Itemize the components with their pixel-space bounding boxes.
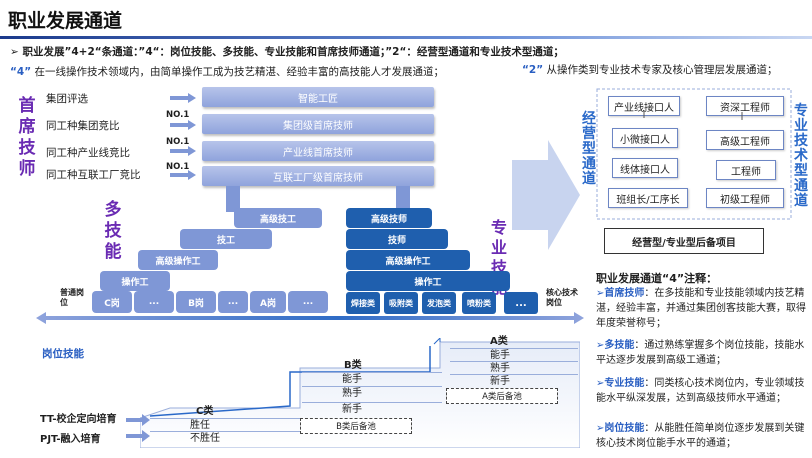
note-post: ➢岗位技能：从能胜任简单岗位逐步发展到关键核心技术岗位能手水平的通道； xyxy=(596,421,808,451)
post-b-label: B类 xyxy=(344,360,362,371)
pro-slot-powder: 喷粉类 xyxy=(462,292,496,314)
post-a-label: A类 xyxy=(490,336,508,347)
post-a-reserve: A类后备池 xyxy=(446,388,558,404)
chief-bar-smart-craftsman: 智能工匠 xyxy=(202,87,434,107)
notes-title: 职业发展通道“4”注释： xyxy=(596,272,718,285)
chief-bar-group: 集团级首席技师 xyxy=(202,114,434,134)
multi-slot-more: ... xyxy=(288,291,328,313)
pro-step-operator: 操作工 xyxy=(346,271,510,291)
mgmt-left-box-2: 小微接口人 xyxy=(612,128,678,148)
multi-slot-more: ... xyxy=(134,291,174,313)
chief-label-4: 同工种互联工厂竞比 xyxy=(46,169,141,181)
chief-label-3: 同工种产业线竞比 xyxy=(46,147,130,159)
multi-step-tech: 技工 xyxy=(180,229,272,249)
chevron-right-icon xyxy=(512,140,580,250)
no1-label: NO.1 xyxy=(166,110,190,120)
chief-label-2: 同工种集团竞比 xyxy=(46,120,120,132)
arrow-right-icon xyxy=(170,170,196,180)
multi-slot-a: A岗 xyxy=(250,291,286,313)
page-title: 职业发展通道 xyxy=(8,10,123,32)
post-c-label: C类 xyxy=(196,406,214,417)
pro-step-senior-operator: 高级操作工 xyxy=(346,250,470,270)
pro-slot-more: ... xyxy=(504,292,538,314)
chief-label-1: 集团评选 xyxy=(46,93,88,105)
post-a-row: 熟手 xyxy=(450,361,578,374)
mgmt-right-box-2: 高级工程师 xyxy=(706,130,784,150)
multi-step-operator: 操作工 xyxy=(100,271,170,291)
pro-base-label: 核心技术岗位 xyxy=(546,288,578,307)
note-multi: ➢多技能：通过熟练掌握多个岗位技能，技能水平达逐步发展到高级工通道； xyxy=(596,338,808,368)
post-staircase xyxy=(140,338,580,448)
arrow-right-icon xyxy=(170,93,196,103)
post-b-row: 熟手 xyxy=(302,386,442,399)
mgmt-left-box-4: 班组长/工序长 xyxy=(608,188,688,208)
post-c-row: 胜任 xyxy=(150,418,300,431)
post-a-row: 能手 xyxy=(450,348,578,361)
intro-line-2b: “2” 从操作类到专业技术专家及核心管理层发展通道； xyxy=(522,64,812,77)
quote-2: “2” xyxy=(522,64,544,76)
multi-step-senior-tech: 高级技工 xyxy=(234,208,322,228)
chief-bar-factory: 互联工厂级首席技师 xyxy=(202,166,434,186)
quote-4: “4” xyxy=(10,66,32,78)
note-pro: ➢专业技能：同类核心技术岗位内，专业领域技能水平纵深发展，达到高级技师水平通道； xyxy=(596,376,808,406)
multi-slot-b: B岗 xyxy=(176,291,216,313)
note-text: ：同类核心技术岗位内，专业领域技能水平纵深发展，达到高级技师水平通道； xyxy=(596,378,805,404)
note-chief: ➢首席技师：在多技能和专业技能领域内技艺精湛，经验丰富，并通过集团创客技能大赛，… xyxy=(596,286,808,331)
note-text: ：通过熟练掌握多个岗位技能，技能水平达逐步发展到高级工通道； xyxy=(596,340,805,366)
pro-slot-adsorption: 吸附类 xyxy=(384,292,418,314)
mgmt-frame xyxy=(596,88,792,220)
multi-slot-c: C岗 xyxy=(92,291,132,313)
post-title: 岗位技能 xyxy=(42,348,84,360)
arrow-right-icon xyxy=(170,146,196,156)
mgmt-right-box-3: 工程师 xyxy=(716,160,776,180)
note-head: ➢多技能 xyxy=(596,340,635,351)
post-c-row: 不胜任 xyxy=(150,431,300,444)
note-head: ➢首席技师 xyxy=(596,288,645,299)
intro-line-2b-text: 从操作类到专业技术专家及核心管理层发展通道； xyxy=(546,64,778,76)
pro-slot-foaming: 发泡类 xyxy=(422,292,456,314)
post-pjt: PJT-融入培育 xyxy=(40,434,101,445)
mgmt-right-box-1: 资深工程师 xyxy=(706,96,784,116)
chief-bar-industry-line: 产业线首席技师 xyxy=(202,141,434,161)
pro-step-technician: 技师 xyxy=(346,229,448,249)
post-tt: TT-校企定向培育 xyxy=(40,414,117,425)
arrow-right-icon xyxy=(170,120,196,130)
mgmt-right-title: 专业技术型通道 xyxy=(794,103,808,209)
multi-slot-more: ... xyxy=(218,291,248,313)
chief-up-arrows xyxy=(226,186,410,212)
post-entry-arrows xyxy=(126,414,150,442)
note-text: ：从能胜任简单岗位逐步发展到关键核心技术岗位能手水平的通道； xyxy=(596,423,805,449)
mgmt-left-title: 经营型通道 xyxy=(582,111,596,187)
multi-step-senior-operator: 高级操作工 xyxy=(138,250,218,270)
post-a-row: 新手 xyxy=(450,374,578,387)
intro-line-2: “4” 在一线操作技术领域内，由简单操作工成为技艺精湛、经验丰富的高技能人才发展… xyxy=(10,64,444,79)
mgmt-left-box-3: 线体接口人 xyxy=(612,158,678,178)
pro-slot-welding: 焊接类 xyxy=(346,292,380,314)
pro-step-senior-technician: 高级技师 xyxy=(346,208,432,228)
post-b-reserve: B类后备池 xyxy=(300,418,412,434)
note-head: ➢专业技能 xyxy=(596,378,645,389)
multi-vertical-title: 多技能 xyxy=(104,200,122,262)
chief-vertical-title: 首席技师 xyxy=(18,96,36,179)
note-text: ：在多技能和专业技能领域内技艺精湛，经验丰富，并通过集团创客技能大赛，取得年度荣… xyxy=(596,288,806,329)
note-head: ➢岗位技能 xyxy=(596,423,645,434)
intro-line-1: ➢ 职业发展”4+2“条通道：”4“：岗位技能、多技能、专业技能和首席技师通道；… xyxy=(10,46,564,58)
mgmt-reserve-box: 经营型/专业型后备项目 xyxy=(604,228,764,254)
title-divider xyxy=(0,36,812,39)
no1-label: NO.1 xyxy=(166,137,190,147)
multi-base-label: 普通岗位 xyxy=(60,288,84,307)
mgmt-right-box-4: 初级工程师 xyxy=(706,188,784,208)
no1-label: NO.1 xyxy=(166,162,190,172)
baseline-double-arrow xyxy=(36,312,584,324)
intro-line-2-text: 在一线操作技术领域内，由简单操作工成为技艺精湛、经验丰富的高技能人才发展通道； xyxy=(34,66,444,78)
post-b-row: 能手 xyxy=(302,372,442,385)
post-b-row: 新手 xyxy=(302,402,442,415)
